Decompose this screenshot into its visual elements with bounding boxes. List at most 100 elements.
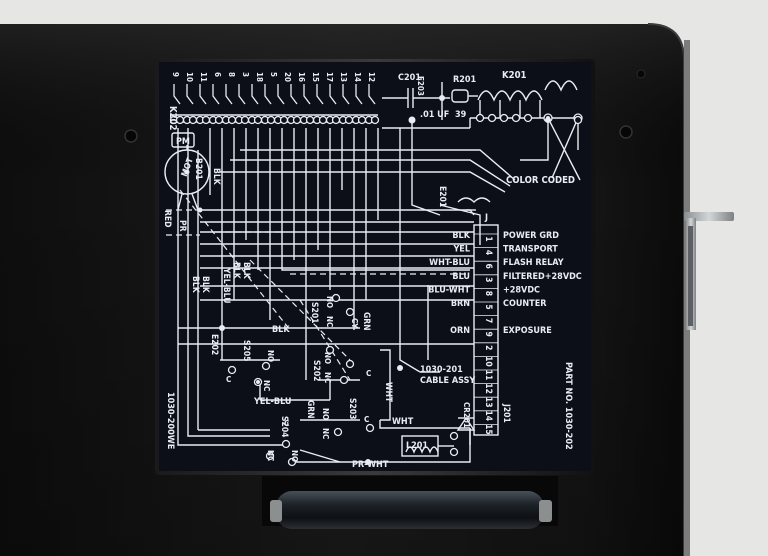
side-clip: [684, 212, 734, 330]
wire-blk-left-1: BLK: [190, 276, 200, 294]
s205-no: NO: [266, 350, 275, 362]
screw-top-left: [124, 129, 138, 143]
pin-wire-color: BLK: [452, 231, 470, 241]
pin-number: 12: [483, 383, 493, 394]
k202-contact-arm: [316, 84, 324, 105]
k202-terminal: [357, 115, 367, 125]
s203-c: C: [364, 415, 369, 424]
pin-function: COUNTER: [503, 299, 547, 309]
k202-contact-arm: [303, 84, 311, 105]
r201-label: R201: [453, 75, 477, 85]
k202-terminal: [188, 115, 198, 125]
wire-wht-horizontal: WHT: [392, 417, 414, 427]
pin-function: EXPOSURE: [503, 326, 552, 336]
pin-function: FILTERED+28VDC: [503, 272, 582, 282]
b201-label: B201: [193, 158, 203, 180]
pin-wire-color: YEL: [452, 245, 470, 255]
wire-blk-motor: BLK: [211, 168, 221, 186]
wire-yel-blu-vertical: YEL-BLU: [221, 267, 231, 303]
top-terminal-number: 10: [185, 72, 194, 82]
j-plug-label: J: [484, 213, 488, 223]
k202-contact-arm: [238, 84, 246, 105]
pin-function: FLASH RELAY: [503, 258, 564, 268]
k202-contact-arm: [264, 84, 272, 105]
wire-blk-left-2: BLK: [200, 276, 210, 294]
pin-wire-color: WHT-BLU: [429, 258, 470, 268]
k202-terminal: [253, 115, 263, 125]
e202-label: E202: [209, 334, 219, 355]
s202-label: S202: [311, 360, 321, 381]
pin-number: 13: [483, 397, 493, 408]
wire-blk-mid-1: BLK: [231, 262, 241, 280]
pm-label: PM: [176, 137, 190, 147]
s201-label: S201: [309, 302, 319, 323]
k202-contact-arm: [225, 84, 233, 105]
pin-wire-color: BLU: [452, 272, 470, 282]
top-terminal-number: 16: [297, 72, 306, 82]
s203-nc: NC: [321, 428, 330, 439]
s203-label: S203: [347, 398, 357, 419]
k202-label: K202: [167, 106, 178, 131]
k202-terminal: [240, 115, 250, 125]
pin-wire-color: ORN: [450, 326, 470, 336]
e201-label: E201: [437, 186, 447, 207]
part-no-label: PART NO. 1030-202: [563, 362, 573, 450]
j201-label: J201: [501, 403, 511, 423]
top-terminal-number: 9: [171, 72, 180, 77]
s201-cy: CY: [350, 318, 359, 329]
k202-contact-arm: [368, 84, 376, 105]
pin-wire-color: BLU-WHT: [428, 285, 470, 295]
s203-no: NO: [321, 408, 330, 420]
top-terminal-number: 14: [353, 72, 362, 82]
k202-contact-arm: [199, 84, 207, 105]
top-terminal-number: 6: [213, 72, 222, 77]
k202-terminal: [266, 115, 276, 125]
wire-pr-wht: PR-WHT: [352, 460, 389, 470]
screw-top-right: [619, 125, 633, 139]
s204-label: S204: [279, 416, 289, 437]
connector-pin-row: 10: [474, 355, 498, 367]
top-terminal-number: 17: [325, 72, 334, 82]
top-terminal-number: 20: [283, 72, 292, 82]
top-terminal-number: 3: [241, 72, 250, 77]
s202-nc: NC: [323, 372, 332, 383]
s201-nc: NC: [325, 316, 334, 327]
k202-terminal: [331, 115, 341, 125]
s204-no: NO: [290, 450, 299, 462]
s202-no: NO: [323, 352, 332, 364]
wire-wht-vertical: WHT: [383, 382, 393, 403]
k202-contact-arm: [290, 84, 298, 105]
top-terminal-number: 15: [311, 72, 320, 82]
k202-terminal: [370, 115, 380, 125]
connector-pin-row: 7: [474, 315, 498, 323]
s202-c: C: [366, 369, 371, 378]
top-terminal-number: 5: [269, 72, 278, 77]
pin-function: +28VDC: [503, 285, 540, 295]
cap-value-label: .01 UF: [420, 110, 449, 120]
wire-blk-mid-2: BLK: [241, 262, 251, 280]
wire-blk-horizontal: BLK: [272, 325, 290, 335]
pin-number: 3: [483, 277, 493, 282]
k202-contact-arm: [251, 84, 259, 105]
cr201-label: CR201: [462, 402, 471, 428]
pin-number: 7: [483, 318, 493, 323]
k202-contact-arm: [342, 84, 350, 105]
wire-yel-blu-horizontal: YEL-BLU: [253, 397, 292, 407]
k202-terminal: [201, 115, 211, 125]
drawing-no-label: 1030-200WE: [165, 392, 175, 449]
connector-pin-row: 12: [474, 383, 498, 394]
e203-label: E203: [416, 76, 425, 96]
pin-number: 8: [483, 291, 493, 296]
k202-contact-arm: [173, 84, 181, 105]
s205-label: S205: [241, 340, 251, 361]
pin-wire-color: BRN: [451, 299, 470, 309]
k202-terminal: [305, 115, 315, 125]
top-terminal-number: 13: [339, 72, 348, 82]
s205-c: C: [226, 375, 231, 384]
